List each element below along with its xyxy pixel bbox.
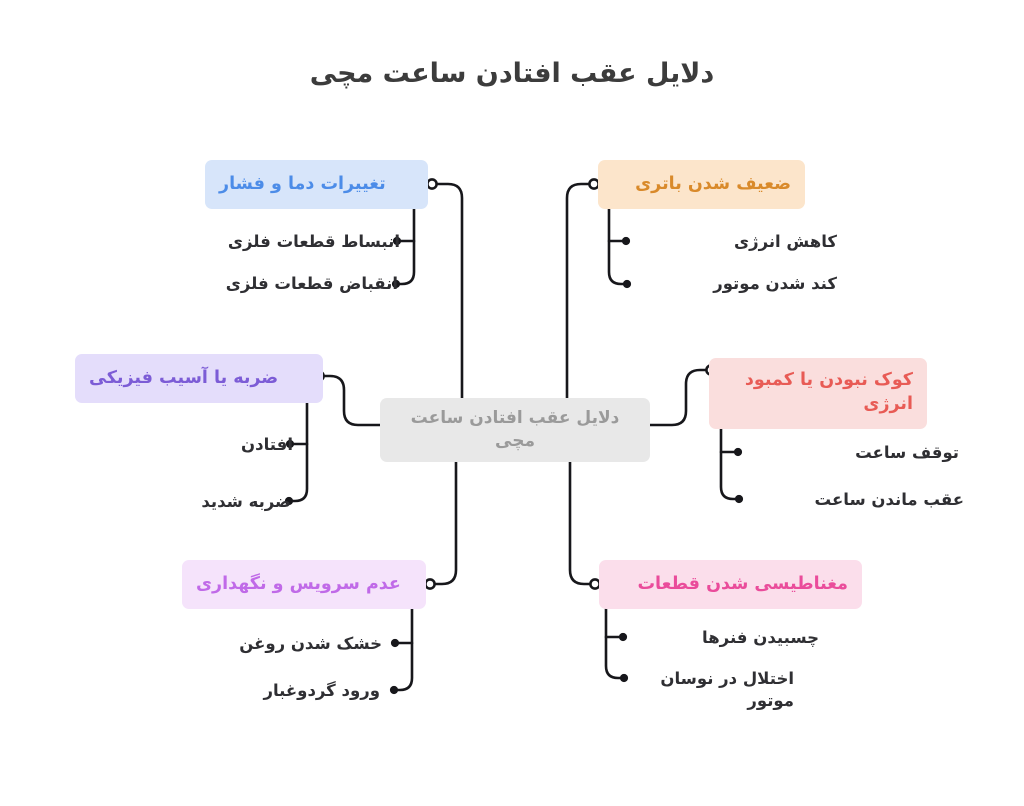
connector-endpoint-temperature-pressure	[426, 178, 438, 190]
spine-physical-damage	[289, 401, 309, 503]
dot-weak-battery-child-1	[622, 279, 632, 289]
branch-node-low-winding-energy[interactable]: کوک نبودن یا کمبود انرژی	[709, 358, 927, 429]
connector-center-to-weak-battery	[565, 182, 590, 402]
dot-no-maintenance-child-0	[390, 638, 400, 648]
subitem-physical-damage-1[interactable]: ضربه شدید	[201, 492, 291, 511]
branch-label-magnetized-parts: مغناطیسی شدن قطعات	[637, 574, 848, 595]
spine-magnetized-parts	[604, 607, 624, 680]
branch-node-physical-damage[interactable]: ضربه یا آسیب فیزیکی	[75, 354, 323, 403]
subitem-weak-battery-1[interactable]: کند شدن موتور	[713, 274, 837, 293]
connector-center-to-magnetized-parts	[568, 460, 591, 586]
branch-label-temperature-pressure: تغییرات دما و فشار	[219, 174, 386, 195]
dot-low-winding-energy-child-0	[733, 447, 743, 457]
branch-node-temperature-pressure[interactable]: تغییرات دما و فشار	[205, 160, 428, 209]
dot-low-winding-energy-child-1	[734, 494, 744, 504]
connector-center-to-temperature-pressure	[436, 182, 464, 402]
branch-node-magnetized-parts[interactable]: مغناطیسی شدن قطعات	[599, 560, 862, 609]
subitem-magnetized-parts-1[interactable]: اختلال در نوسان موتور	[660, 669, 794, 711]
dot-magnetized-parts-child-0	[618, 632, 628, 642]
subitem-physical-damage-0[interactable]: افتادن	[241, 435, 293, 454]
dot-no-maintenance-child-1	[389, 685, 399, 695]
page-title: دلایل عقب افتادن ساعت مچی	[309, 58, 715, 89]
subitem-magnetized-parts-0[interactable]: چسبیدن فنرها	[702, 628, 819, 647]
branch-label-physical-damage: ضربه یا آسیب فیزیکی	[89, 368, 279, 389]
connector-center-to-physical-damage	[323, 374, 382, 427]
central-node[interactable]: دلایل عقب افتادن ساعت مچی	[380, 398, 650, 462]
spine-weak-battery	[607, 207, 627, 286]
subitem-low-winding-energy-1[interactable]: عقب ماندن ساعت	[814, 490, 964, 509]
subitem-low-winding-energy-0[interactable]: توقف ساعت	[855, 443, 959, 462]
branch-label-weak-battery: ضعیف شدن باتری	[635, 174, 791, 195]
connector-endpoint-no-maintenance	[424, 578, 436, 590]
subitem-no-maintenance-1[interactable]: ورود گردوغبار	[263, 681, 380, 700]
branch-label-low-winding-energy: کوک نبودن یا کمبود انرژی	[744, 370, 913, 415]
subitem-temperature-pressure-1[interactable]: انقباض قطعات فلزی	[225, 274, 398, 293]
branch-node-no-maintenance[interactable]: عدم سرویس و نگهداری	[182, 560, 426, 609]
branch-label-no-maintenance: عدم سرویس و نگهداری	[196, 574, 401, 595]
spine-low-winding-energy	[719, 427, 739, 501]
dot-magnetized-parts-child-1	[619, 673, 629, 683]
central-node-label: دلایل عقب افتادن ساعت مچی	[410, 407, 620, 451]
branch-node-weak-battery[interactable]: ضعیف شدن باتری	[598, 160, 805, 209]
connector-center-to-low-winding-energy	[648, 368, 707, 427]
subitem-temperature-pressure-0[interactable]: انبساط قطعات فلزی	[227, 232, 400, 251]
subitem-weak-battery-0[interactable]: کاهش انرژی	[733, 232, 837, 251]
connector-center-to-no-maintenance	[434, 460, 458, 586]
spine-temperature-pressure	[396, 207, 416, 286]
dot-weak-battery-child-0	[621, 236, 631, 246]
spine-no-maintenance	[394, 607, 414, 692]
subitem-no-maintenance-0[interactable]: خشک شدن روغن	[239, 634, 382, 653]
